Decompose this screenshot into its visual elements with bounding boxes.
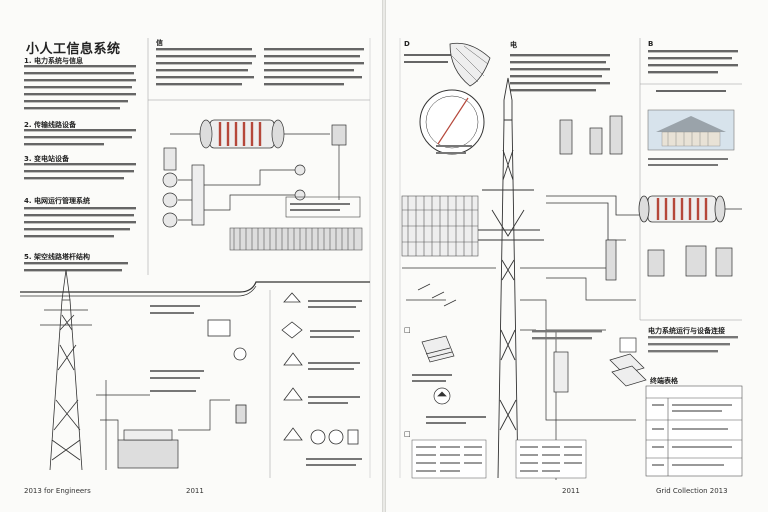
substation-block (96, 380, 230, 470)
footer-right: Grid Collection 2013 (656, 487, 728, 495)
marker-box-2: □ (404, 430, 411, 438)
section-heading-right: 电力系统运行与设备连接 (648, 327, 725, 335)
transmission-tower-left (40, 269, 92, 471)
text-lines-top-left (404, 50, 738, 92)
panel-units (605, 239, 733, 281)
footer-page-number-right: 2011 (562, 487, 580, 495)
text-lines-lower (412, 330, 738, 424)
table-heading: 终端表格 (650, 377, 678, 385)
transmission-tower-center (472, 77, 544, 479)
footer-left: 2013 for Engineers (24, 487, 91, 495)
text-lines-col3 (150, 300, 362, 466)
right-page: D 电 B □ □ 电力系统运行与设备连接 终端表格 2011 Grid Col… (386, 0, 768, 512)
transformer-diagram (170, 119, 347, 200)
insulator-stack (162, 147, 306, 228)
info-box (285, 196, 361, 218)
section-4-heading: 4. 电网运行管理系统 (24, 197, 90, 205)
book-gutter (382, 0, 386, 512)
column-marker: 信 (156, 39, 163, 47)
footer-page-number-left: 2011 (186, 487, 204, 495)
gantry-structure (401, 195, 479, 257)
equipment-icons (421, 335, 647, 405)
busbar-grating (229, 227, 363, 251)
right-page-diagram (399, 38, 743, 480)
text-lines-col1 (24, 65, 136, 272)
terminal-table (645, 385, 743, 477)
building-illustration (647, 109, 735, 151)
section-2-heading: 2. 传输线路设备 (24, 121, 76, 129)
main-bus-line (20, 281, 370, 293)
marker-d: D (404, 40, 410, 48)
page-title: 小人工信息系统 (26, 42, 121, 57)
section-3-heading: 3. 变电站设备 (24, 155, 69, 163)
left-page: 小人工信息系统 1. 电力系统与信息 2. 传输线路设备 3. 变电站设备 4.… (0, 0, 382, 512)
text-lines-col2-top (156, 48, 364, 86)
marker-b: B (648, 40, 654, 48)
bottom-tables (411, 439, 587, 479)
gauge-dial (419, 89, 485, 155)
section-1-heading: 1. 电力系统与信息 (24, 57, 83, 65)
transformer-right (546, 195, 742, 241)
marker-electric: 电 (510, 41, 517, 49)
insulator-disk (449, 42, 491, 87)
marker-box-1: □ (404, 326, 411, 334)
section-5-heading: 5. 架空线路塔杆结构 (24, 253, 90, 261)
column-cylinders (559, 115, 623, 155)
left-page-diagram (20, 38, 371, 478)
symbol-icons (207, 292, 359, 445)
